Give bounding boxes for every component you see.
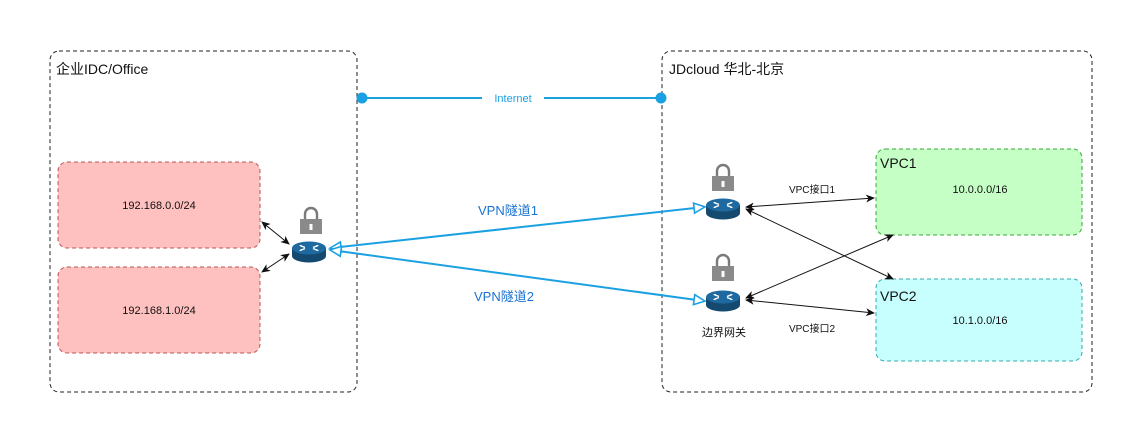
border-gateway-label: 边界网关 bbox=[702, 325, 746, 339]
internet-endpoint-right bbox=[655, 92, 667, 104]
router-icon bbox=[705, 289, 741, 313]
router-icon bbox=[705, 197, 741, 221]
link-gw2-vpc2 bbox=[745, 296, 875, 317]
region-jdcloud-beijing-title: JDcloud 华北-北京 bbox=[669, 61, 784, 77]
lock-icon bbox=[710, 253, 736, 283]
vpc2-name: VPC2 bbox=[880, 288, 917, 304]
router-icon bbox=[291, 240, 327, 264]
link-subnet-top-router bbox=[261, 221, 290, 245]
subnet-label-bottom: 192.168.1.0/24 bbox=[122, 305, 195, 317]
link-gw2-vpc1 bbox=[745, 234, 894, 299]
region-jdcloud-beijing bbox=[661, 50, 1093, 393]
vpc1-box bbox=[875, 148, 1083, 236]
link-gw1-vpc1 bbox=[745, 194, 875, 211]
internet-label: Internet bbox=[494, 93, 531, 105]
vpn-tunnel-1-label: VPN隧道1 bbox=[478, 203, 538, 218]
vpc-interface-1-label: VPC接口1 bbox=[789, 183, 836, 196]
vpc2-box bbox=[875, 278, 1083, 362]
vpc1-cidr: 10.0.0.0/16 bbox=[952, 184, 1007, 196]
vpc1-name: VPC1 bbox=[880, 155, 917, 171]
lock-icon bbox=[710, 163, 736, 193]
vpc2-cidr: 10.1.0.0/16 bbox=[952, 315, 1007, 327]
vpn-tunnel-2-label: VPN隧道2 bbox=[474, 289, 534, 304]
vpc-interface-2-label: VPC接口2 bbox=[789, 322, 836, 335]
link-subnet-bottom-router bbox=[261, 253, 290, 273]
region-enterprise-idc-title: 企业IDC/Office bbox=[56, 61, 149, 77]
subnet-label-top: 192.168.0.0/24 bbox=[122, 200, 195, 212]
lock-icon bbox=[298, 206, 324, 236]
vpn-tunnel-2-line bbox=[328, 245, 707, 306]
vpn-tunnel-1-line bbox=[328, 201, 707, 254]
subnet-box-bottom bbox=[57, 266, 261, 354]
internet-endpoint-left bbox=[356, 92, 368, 104]
subnet-box-top bbox=[57, 161, 261, 249]
